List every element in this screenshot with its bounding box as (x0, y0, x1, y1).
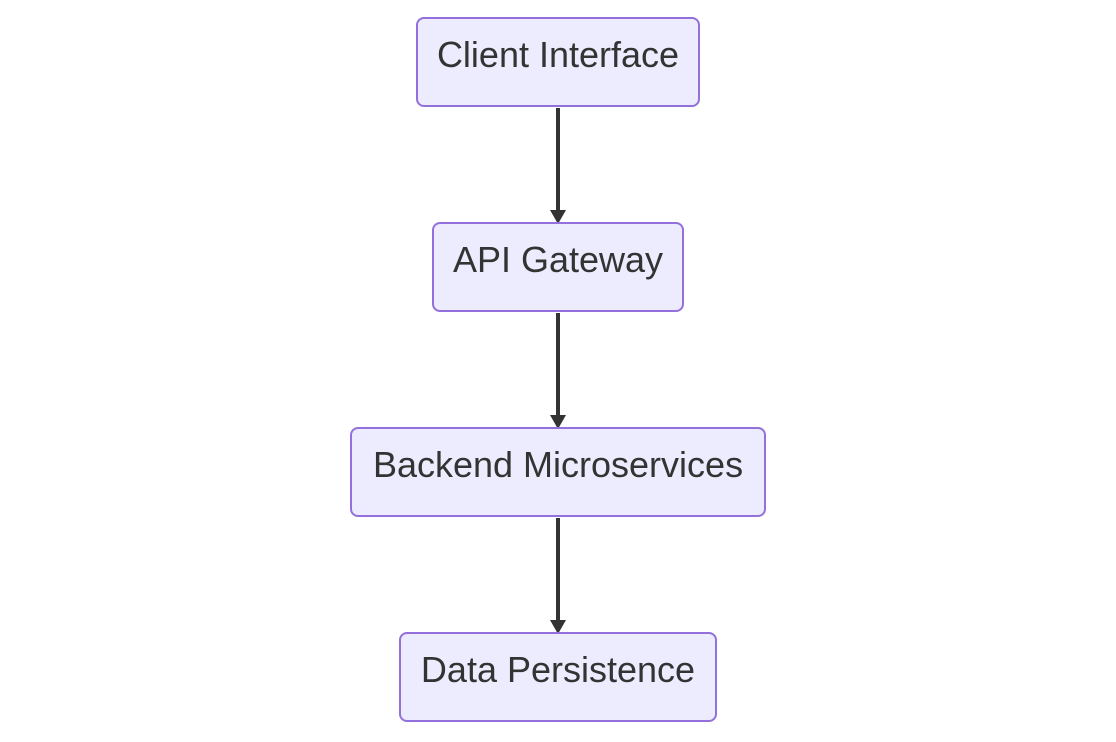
node-label: Client Interface (436, 34, 680, 75)
arrowhead-backend (550, 415, 566, 429)
arrowhead-data (550, 620, 566, 634)
node-api-gateway: API Gateway (432, 222, 684, 312)
node-data-persistence: Data Persistence (399, 632, 717, 722)
node-client-interface: Client Interface (416, 17, 700, 107)
node-backend-microservices: Backend Microservices (350, 427, 766, 517)
node-label: API Gateway (452, 239, 664, 280)
node-label: Data Persistence (420, 649, 696, 690)
node-label: Backend Microservices (372, 444, 744, 485)
arrowhead-gateway (550, 210, 566, 224)
